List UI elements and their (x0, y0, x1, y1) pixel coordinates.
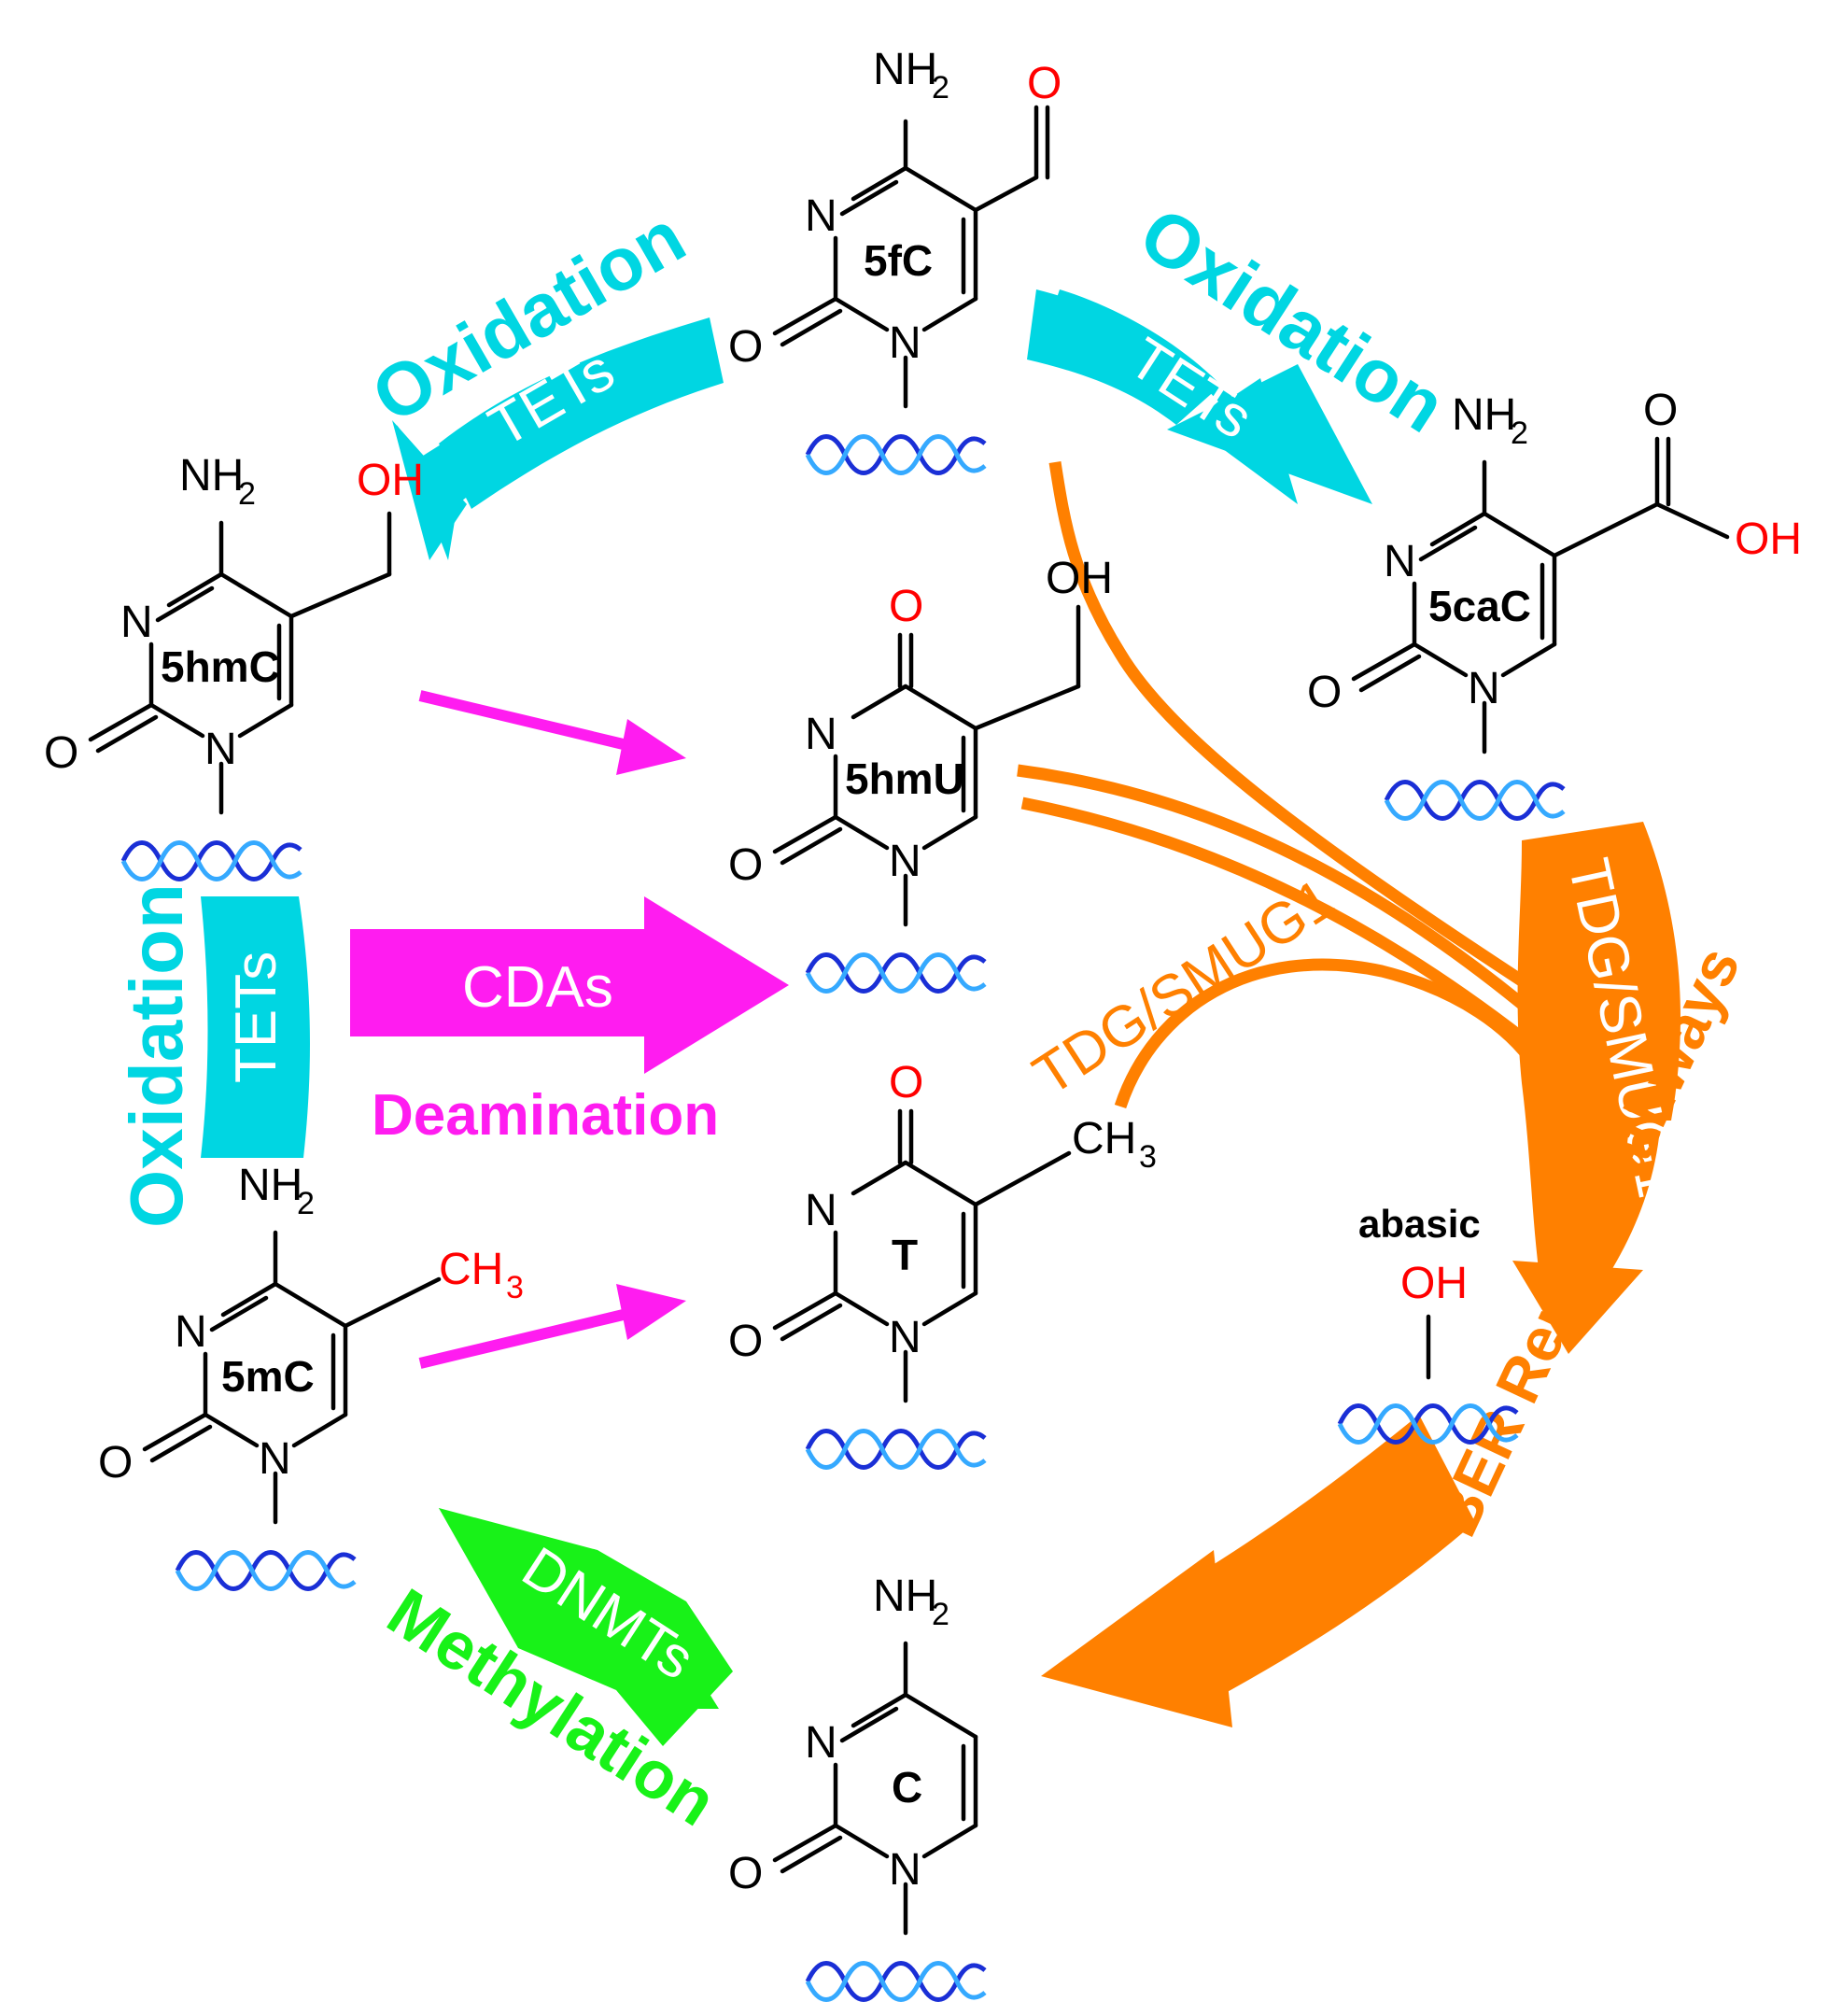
deamination-label: Deamination (372, 1083, 719, 1148)
svg-text:3: 3 (506, 1270, 524, 1305)
repair-curves (1017, 461, 1554, 1109)
svg-text:N: N (1468, 664, 1500, 713)
tdg-smug1-label-thymine: TDG/SMUG1 (1022, 867, 1346, 1108)
label-5hmc: 5hmC (161, 642, 280, 691)
svg-text:O: O (1307, 668, 1342, 717)
deamination-arrow-5hmc-to-5hmu (418, 690, 686, 775)
tets-label-left: TETs (224, 952, 288, 1083)
svg-text:N: N (204, 725, 237, 774)
svg-text:N: N (889, 1845, 921, 1895)
molecule-5cac: NH 2 O OH N N O 5caC (1307, 386, 1802, 819)
molecule-thymine: O CH 3 N N O T (728, 1058, 1157, 1468)
svg-text:N: N (805, 1186, 837, 1235)
svg-text:2: 2 (1511, 416, 1528, 451)
svg-text:O: O (1643, 386, 1678, 435)
svg-text:2: 2 (297, 1186, 315, 1221)
svg-text:O: O (728, 1317, 763, 1366)
svg-text:N: N (889, 1313, 921, 1362)
oxidation-arrow-5hmc-to-5fc: TETs Oxidation (359, 194, 724, 560)
hydroxyl-5hmu: OH (1046, 554, 1113, 603)
methylation-arrow: DNMTs Methylation (374, 1508, 733, 1840)
svg-text:3: 3 (1139, 1139, 1157, 1175)
molecule-5fc: NH 2 O N N O 5fC (728, 45, 1062, 473)
svg-text:N: N (889, 837, 921, 886)
svg-text:2: 2 (238, 476, 256, 512)
svg-text:N: N (889, 318, 921, 368)
methyl-5mc: CH (439, 1245, 503, 1294)
svg-text:2: 2 (932, 70, 949, 106)
label-5mc: 5mC (221, 1352, 315, 1401)
carboxyl-oh: OH (1735, 515, 1802, 564)
label-5cac: 5caC (1428, 582, 1531, 630)
abasic-site: abasic OH (1340, 1202, 1517, 1443)
svg-text:N: N (1384, 537, 1416, 586)
svg-text:O: O (728, 1849, 763, 1898)
svg-text:NH: NH (179, 451, 244, 500)
svg-text:O: O (98, 1438, 133, 1487)
svg-text:NH: NH (238, 1161, 302, 1210)
hydroxyl-5hmc: OH (357, 456, 424, 505)
molecule-cytosine: NH 2 N N O C (728, 1572, 985, 2000)
svg-text:N: N (805, 710, 837, 759)
svg-text:O: O (44, 728, 78, 778)
cdas-label: CDAs (462, 955, 613, 1020)
deamination-arrow-5mc-to-t (418, 1284, 686, 1369)
deamination-arrow: CDAs Deamination (350, 896, 789, 1148)
abasic-label: abasic (1358, 1202, 1481, 1246)
svg-text:2: 2 (932, 1597, 949, 1632)
svg-text:O: O (889, 1058, 923, 1107)
oxidation-arrow-5fc-to-5cac: TETs Oxidation (1027, 191, 1460, 504)
svg-text:N: N (805, 191, 837, 241)
amino-label: NH (873, 45, 937, 94)
label-t: T (892, 1231, 918, 1279)
oxidation-arrow-5mc-to-5hmc: TETs Oxidation (115, 883, 310, 1228)
svg-text:O: O (728, 322, 763, 372)
abasic-hydroxyl: OH (1400, 1259, 1468, 1308)
svg-text:N: N (175, 1307, 207, 1357)
svg-text:N: N (120, 598, 153, 647)
svg-text:N: N (259, 1434, 291, 1484)
svg-text:N: N (805, 1718, 837, 1768)
label-5fc: 5fC (864, 236, 933, 285)
label-5hmu: 5hmU (845, 754, 964, 803)
svg-text:O: O (889, 582, 923, 631)
svg-text:NH: NH (1452, 390, 1516, 440)
molecule-5hmu: O OH N N O 5hmU (728, 554, 1113, 992)
molecule-5hmc: NH 2 OH N N O 5hmC (44, 451, 424, 880)
label-c: C (892, 1763, 922, 1812)
methyl-t: CH (1072, 1114, 1136, 1163)
oxidation-label-left: Oxidation (115, 883, 198, 1228)
molecule-5mc: NH 2 CH 3 N N O 5mC (98, 1161, 524, 1589)
aldehyde-oxygen: O (1027, 59, 1062, 108)
svg-text:NH: NH (873, 1572, 937, 1621)
svg-text:O: O (728, 840, 763, 890)
